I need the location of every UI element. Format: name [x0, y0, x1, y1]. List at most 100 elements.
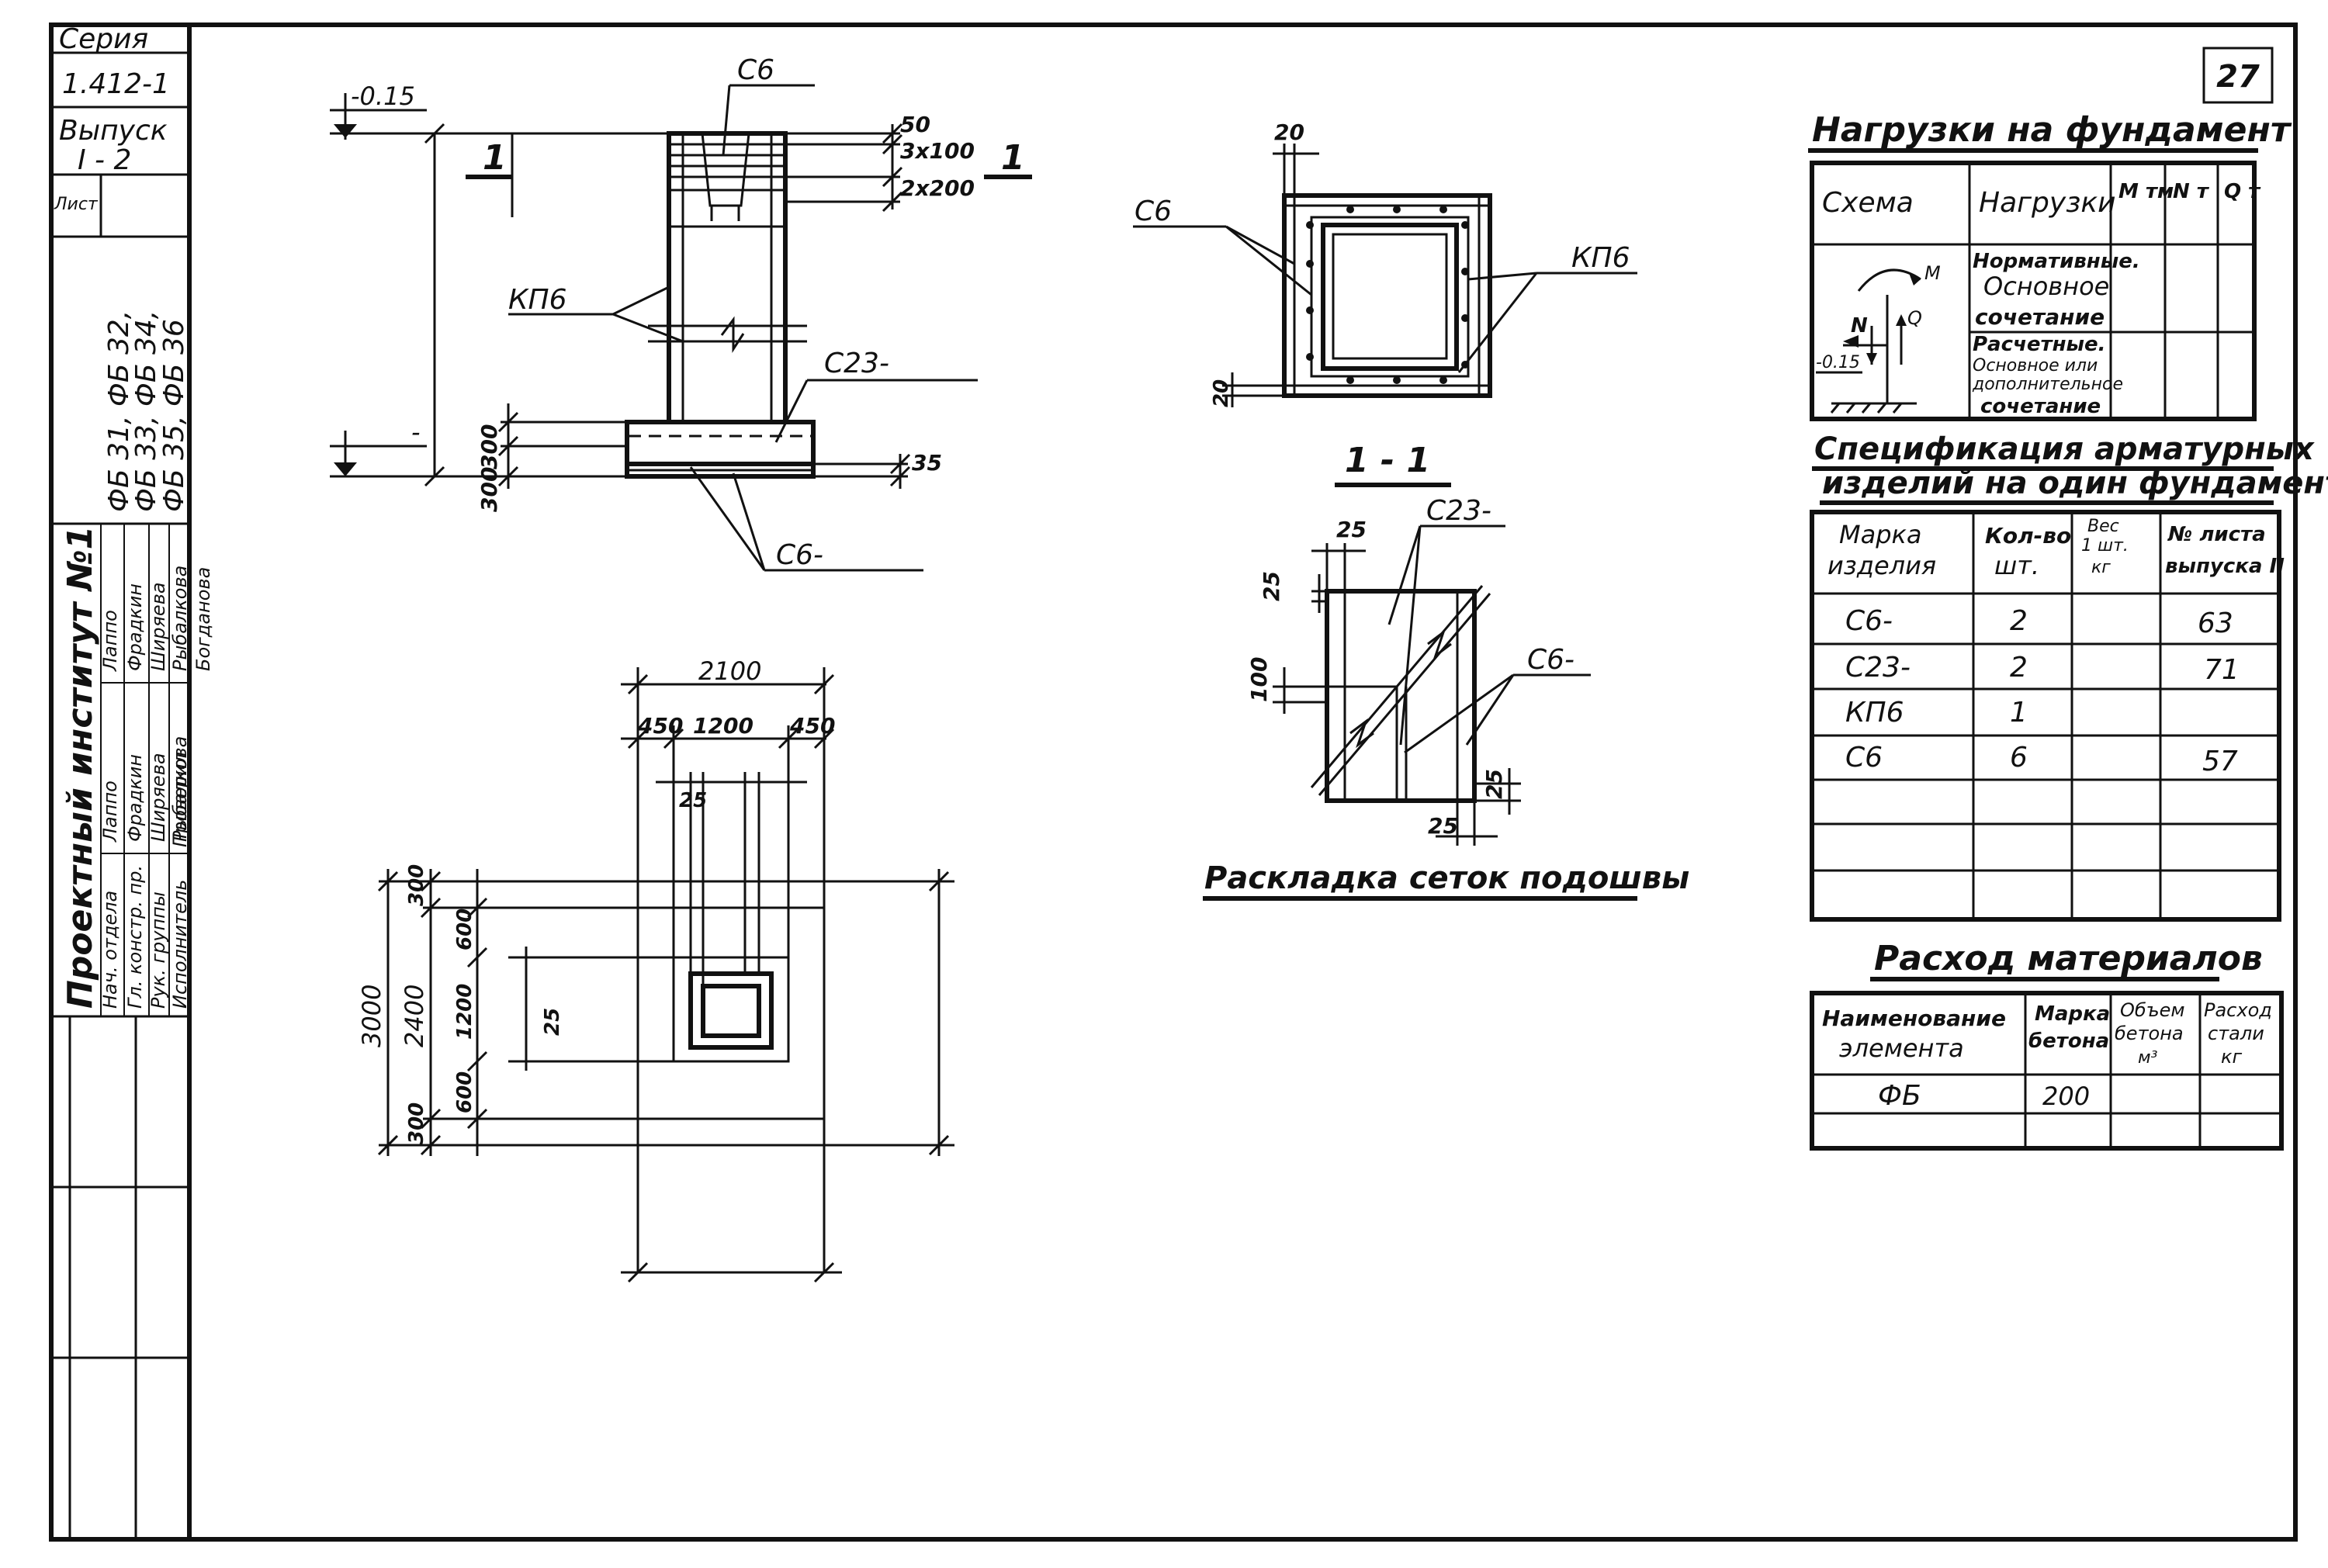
- materials-table: Расход материалов Наименование элемента …: [1810, 939, 2284, 1151]
- plan-view: 2100 450 1200 450 25: [357, 656, 954, 1283]
- section-dim-20-bottom: 20: [1210, 379, 1233, 407]
- spec-header-mark-2: изделия: [1827, 551, 1936, 580]
- stamp-role-3: Рук. группы: [147, 891, 169, 1009]
- stamp-role-4: Исполнитель: [169, 880, 191, 1009]
- scheme-label-q: Q: [1907, 307, 1922, 329]
- mesh-layout-view: 25 25 100 25 25 С23- С6- Раскладка сеток…: [1203, 495, 1689, 901]
- loads-header-n: N т: [2173, 180, 2210, 203]
- spec-table: Спецификация арматурных изделий на один …: [1810, 431, 2328, 922]
- spec-header-weight-1: Вес: [2087, 517, 2119, 536]
- stamp-signature-4: Рыбалкова: [169, 736, 191, 842]
- scheme-label-m: M: [1924, 262, 1941, 284]
- mesh-label-c23: С23-: [1426, 495, 1491, 527]
- scheme-label-level: -0.15: [1816, 353, 1860, 372]
- stamp-name-2: Фрадкин: [124, 583, 146, 671]
- section-label-kp6: КП6: [1571, 242, 1630, 274]
- plan-dim-3000: 3000: [357, 985, 386, 1047]
- materials-title: Расход материалов: [1874, 939, 2263, 978]
- mat-header-volume-3: м³: [2138, 1048, 2158, 1068]
- level-top: -0.15: [351, 81, 415, 111]
- mat-header-name-1: Наименование: [1822, 1006, 2006, 1031]
- plan-dim-450-right: 450: [789, 713, 835, 739]
- spec-row2-mark: С23-: [1845, 652, 1911, 684]
- spec-header-sheet-2: выпуска II: [2165, 555, 2285, 578]
- spec-header-mark-1: Марка: [1839, 520, 1921, 549]
- mesh-layout-title: Раскладка сеток подошвы: [1204, 860, 1689, 896]
- stamp-signature-3: Ширяева: [147, 753, 169, 842]
- elev-dim-3x100: 3х100: [900, 138, 975, 164]
- spec-row1-qty: 2: [2010, 605, 2028, 637]
- stamp-name-3: Ширяева: [147, 582, 169, 671]
- plan-dim-2100: 2100: [698, 656, 761, 686]
- mat-header-volume-2: бетона: [2115, 1023, 2184, 1044]
- spec-header-qty-2: шт.: [1994, 551, 2039, 580]
- stamp-name-5: Богданова: [192, 567, 214, 671]
- spec-header-weight-3: кг: [2091, 558, 2111, 577]
- plan-dim-1200: 1200: [453, 984, 476, 1040]
- loads-row1-line1: Нормативные.: [1973, 250, 2140, 273]
- plan-dim-450-left: 450: [637, 713, 683, 739]
- mat-header-steel-1: Расход: [2204, 999, 2272, 1021]
- spec-row3-mark: КП6: [1845, 697, 1904, 729]
- spec-row1-mark: С6-: [1845, 605, 1893, 637]
- section-dim-20-top: 20: [1274, 119, 1304, 145]
- sheet-number: 27: [2216, 59, 2260, 95]
- stamp-role-5: Проверил: [169, 752, 191, 847]
- plan-dim-1200: 1200: [693, 713, 753, 739]
- mat-header-grade-1: Марка: [2035, 1002, 2110, 1026]
- stamp-role-1: Нач. отдела: [99, 891, 121, 1009]
- stamp-role-2: Гл. констр. пр.: [124, 865, 146, 1009]
- elev-dim-35: 35: [912, 450, 942, 476]
- level-bottom: -: [411, 417, 421, 447]
- series-label: Серия: [59, 23, 148, 55]
- series-value: 1.412-1: [62, 68, 170, 100]
- elev-label-c23: С23-: [824, 348, 889, 379]
- institute-name: Проектный институт №1: [61, 526, 100, 1009]
- loads-header-q: Q т: [2224, 180, 2261, 203]
- plan-dim-300-top: 300: [405, 864, 428, 906]
- spec-title-line1: Спецификация арматурных: [1814, 431, 2315, 467]
- mat-header-name-2: элемента: [1839, 1033, 1964, 1063]
- loads-header-scheme: Схема: [1822, 187, 1914, 219]
- elev-dim-2x200: 2х200: [900, 175, 975, 201]
- loads-row1-line3: сочетание: [1975, 304, 2105, 330]
- spec-row3-qty: 1: [2010, 697, 2028, 729]
- issue-value: I - 2: [78, 144, 131, 176]
- plan-dim-300-bottom: 300: [405, 1102, 428, 1144]
- spec-row4-mark: С6: [1845, 742, 1883, 774]
- stamp-signature-1: Лаппо: [99, 781, 121, 843]
- stamp-mark-line-1: ФБ 31, ФБ 32,: [103, 310, 135, 512]
- spec-title-line2: изделий на один фундамент: [1822, 466, 2328, 501]
- spec-header-sheet-1: № листа: [2167, 523, 2266, 546]
- stamp-name-4: Рыбалкова: [169, 566, 191, 671]
- elev-dim-300-bottom: 300: [476, 467, 502, 512]
- mesh-label-c6: С6-: [1527, 644, 1575, 676]
- loads-row1-line2: Основное: [1983, 272, 2109, 301]
- spec-row4-qty: 6: [2010, 742, 2028, 774]
- elev-label-c6-bottom: С6-: [776, 539, 823, 571]
- elev-label-kp6: КП6: [508, 284, 567, 316]
- loads-row2-line4: сочетание: [1980, 395, 2101, 418]
- spec-row2-sheet: 71: [2204, 654, 2240, 686]
- stamp-signature-2: Фрадкин: [124, 754, 146, 842]
- loads-row2-line1: Расчетные.: [1973, 333, 2106, 356]
- spec-header-weight-2: 1 шт.: [2081, 536, 2129, 556]
- section-label-c6: С6: [1135, 196, 1172, 227]
- elev-dim-300-top: 300: [476, 424, 502, 469]
- spec-row1-sheet: 63: [2198, 607, 2233, 639]
- elev-label-c6-top: С6: [737, 54, 774, 86]
- mat-header-volume-1: Объем: [2120, 999, 2185, 1021]
- stamp-name-1: Лаппо: [99, 610, 121, 672]
- elev-dim-50: 50: [900, 112, 930, 137]
- loads-row2-line2: Основное или: [1973, 356, 2098, 376]
- section-1-1: 20 20 С6 КП6 1 - 1: [1133, 119, 1637, 487]
- mesh-dim-25-right: 25: [1481, 769, 1507, 799]
- section-mark-right: 1: [1001, 138, 1025, 178]
- mat-row1-grade: 200: [2042, 1082, 2090, 1111]
- loads-title: Нагрузки на фундамент: [1812, 110, 2292, 150]
- plan-dim-25-horizontal: 25: [679, 789, 707, 812]
- plan-dim-25-vertical: 25: [541, 1008, 564, 1036]
- section-title: 1 - 1: [1345, 441, 1430, 480]
- plan-dim-2400: 2400: [400, 985, 429, 1047]
